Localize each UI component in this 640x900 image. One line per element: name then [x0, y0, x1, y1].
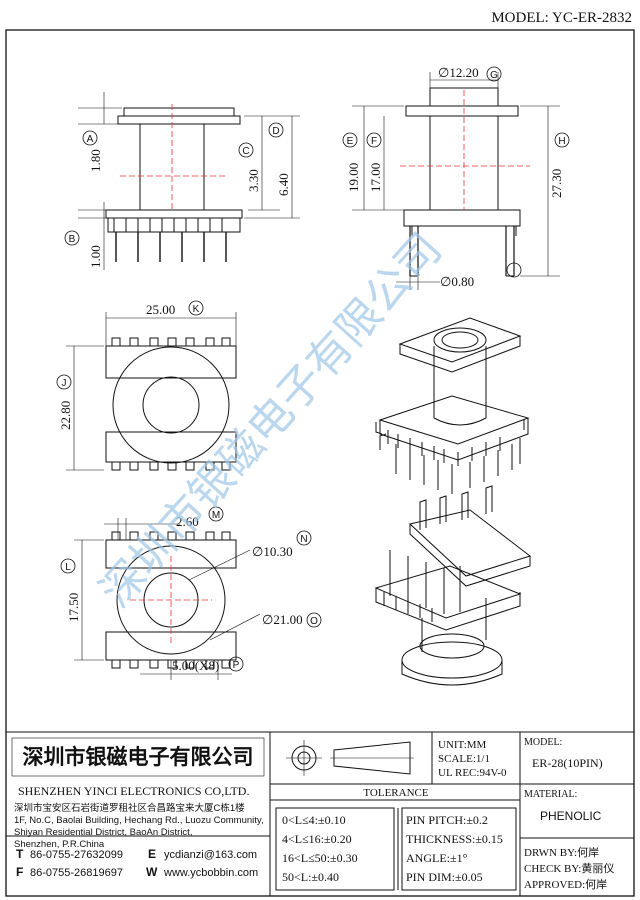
dim-p: 5.00(X8) — [172, 658, 219, 673]
unit-label: UNIT:MM — [438, 739, 487, 751]
front-view-labels: 1.80 1.00 3.30 6.40 — [88, 149, 291, 268]
tolerance-left-1: 0<L≤4:±0.10 — [282, 813, 346, 827]
front-view — [78, 92, 300, 270]
dim-m: 2.60 — [176, 514, 199, 529]
dim-c: 3.30 — [246, 169, 261, 192]
material-label: MATERIAL: — [524, 789, 577, 800]
front-view-callout-letters: A B C D — [69, 126, 280, 245]
callout-c: C — [242, 146, 249, 157]
callout-e: E — [347, 136, 354, 147]
approved-by: APPROVED:何岸 — [524, 878, 607, 891]
callout-k: K — [193, 304, 200, 315]
callout-p: P — [233, 660, 240, 671]
dim-a: 1.80 — [88, 149, 103, 172]
email-label: E — [148, 847, 156, 861]
tel-label: T — [16, 847, 24, 861]
tolerance-right-4: PIN DIM:±0.05 — [406, 870, 483, 884]
tolerance-right-1: PIN PITCH:±0.2 — [406, 813, 488, 827]
title-block-text: 深圳市银磁电子有限公司 SHENZHEN YINCI ELECTRONICS C… — [14, 737, 614, 891]
drawing-border — [5, 29, 635, 897]
side-view-callouts — [342, 66, 570, 278]
check-by: CHECK BY:黄丽仪 — [524, 861, 614, 875]
drawn-by: DRWN BY:何岸 — [524, 846, 599, 859]
dim-b: 1.00 — [88, 245, 103, 268]
tel-value: 86-0755-27632099 — [30, 849, 123, 861]
fax-value: 86-0755-26819697 — [30, 867, 123, 879]
tolerance-right-2: THICKNESS:±0.15 — [406, 832, 503, 846]
fax-label: F — [16, 865, 23, 879]
callout-d: D — [272, 126, 279, 137]
callout-n: N — [300, 534, 307, 545]
model-header: MODEL: YC-ER-2832 — [491, 10, 632, 26]
top-view-labels: 25.00 22.80 — [58, 302, 175, 430]
bottom-view-labels: 2.60 ∅10.30 ∅21.00 17.50 5.00(X8) — [66, 514, 303, 673]
web-label: W — [146, 865, 158, 879]
ul-rec-label: UL REC:94V-0 — [438, 767, 507, 779]
scale-label: SCALE:1/1 — [438, 753, 490, 765]
dim-h: 27.30 — [549, 169, 564, 198]
model-value: ER-28(10PIN) — [532, 756, 603, 770]
dim-i: ∅0.80 — [440, 274, 474, 289]
web-value: www.ycbobbin.com — [163, 867, 258, 879]
title-block-grid — [6, 731, 634, 896]
address-en-2: Shiyan Residential District, BaoAn Distr… — [14, 827, 192, 838]
address-cn: 深圳市宝安区石岩街道罗租社区合昌路宝来大厦C栋1楼 — [14, 802, 245, 814]
front-view-callouts — [64, 122, 284, 246]
callout-m: M — [212, 510, 220, 521]
top-view — [66, 312, 237, 471]
bottom-view-callouts — [60, 506, 322, 672]
dim-j: 22.80 — [58, 401, 73, 430]
top-view-callout-letters: K J — [62, 304, 200, 389]
isometric-view-top — [375, 317, 530, 494]
dim-f: 17.00 — [368, 163, 383, 192]
callout-g: G — [490, 70, 498, 81]
address-en-1: 1F, No.C, Baolai Building, Hechang Rd., … — [14, 815, 264, 826]
tolerance-left-2: 4<L≤16:±0.20 — [282, 832, 352, 846]
tolerance-left-3: 16<L≤50:±0.30 — [282, 851, 358, 865]
side-view-callout-letters: G E F H I — [347, 70, 566, 277]
tolerance-title: TOLERANCE — [363, 787, 428, 799]
top-view-callouts — [56, 300, 204, 390]
callout-j: J — [62, 378, 67, 389]
model-label: MODEL: — [524, 737, 562, 748]
address-en-3: Shenzhen, P.R.China — [14, 839, 105, 850]
company-name-cn: 深圳市银磁电子有限公司 — [23, 745, 254, 769]
callout-a: A — [87, 134, 94, 145]
tolerance-right-3: ANGLE:±1° — [406, 851, 468, 865]
dim-n: ∅10.30 — [252, 544, 293, 559]
dim-e: 19.00 — [346, 163, 361, 192]
tolerance-left-4: 50<L:±0.40 — [282, 870, 339, 884]
callout-f: F — [371, 136, 377, 147]
callout-b: B — [69, 234, 76, 245]
callout-i: I — [513, 266, 516, 277]
callout-l: L — [65, 562, 71, 573]
isometric-view-bottom — [374, 485, 532, 686]
bottom-view — [74, 518, 261, 680]
dim-d: 6.40 — [276, 173, 291, 196]
dim-k: 25.00 — [146, 302, 175, 317]
company-name-en: SHENZHEN YINCI ELECTRONICS CO,LTD. — [18, 784, 249, 798]
dim-o: ∅21.00 — [262, 612, 303, 627]
material-value: PHENOLIC — [540, 809, 602, 823]
email-value: ycdianzi@163.com — [164, 849, 257, 861]
dim-l: 17.50 — [66, 593, 81, 622]
callout-h: H — [558, 136, 565, 147]
side-view-labels: ∅12.20 19.00 17.00 27.30 ∅0.80 — [346, 65, 564, 289]
projection-symbol — [286, 740, 414, 776]
callout-o: O — [310, 616, 318, 627]
dim-g: ∅12.20 — [438, 65, 479, 80]
bottom-view-callout-letters: M N O L P — [65, 510, 318, 671]
